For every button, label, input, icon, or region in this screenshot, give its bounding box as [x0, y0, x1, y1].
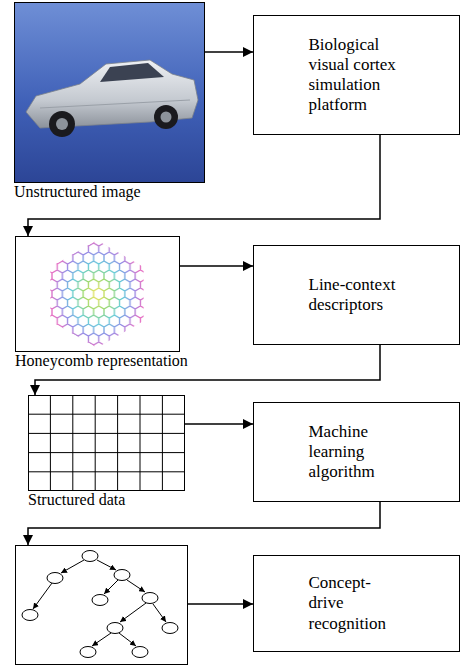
flow-arrow [188, 603, 253, 605]
grid-line [28, 433, 185, 434]
tree-edge [127, 580, 145, 592]
image-caption: Unstructured image [14, 183, 244, 201]
car-photo [14, 2, 205, 183]
tree-edge [120, 603, 146, 622]
tree-edge [119, 633, 136, 646]
tree-vertex [92, 595, 108, 606]
car-window [100, 63, 164, 82]
tree-vertex [114, 570, 130, 581]
tree-vertex [107, 623, 123, 634]
tree-vertex [142, 593, 158, 604]
image-panel: Structured data [28, 395, 185, 491]
grid-line [28, 471, 185, 472]
tree-edge [97, 560, 116, 570]
car-hub [56, 118, 68, 130]
box-label: Machine learning algorithm [309, 422, 405, 482]
image-caption: Structured data [28, 491, 258, 509]
process-box: Concept-drive recognition [253, 555, 460, 652]
tree-vertex [132, 647, 148, 658]
image-caption: Honeycomb representation [15, 352, 245, 370]
grid-line [162, 395, 163, 491]
grid-line [95, 395, 96, 491]
tree-vertex [80, 647, 96, 658]
grid-line [140, 395, 141, 491]
honeycomb-cells [50, 240, 144, 348]
car-hub [161, 112, 172, 123]
process-box: Line-context descriptors [253, 245, 460, 345]
tree-vertex [162, 623, 178, 634]
grid-line [117, 395, 118, 491]
flow-arrow [185, 423, 253, 425]
box-label: Biological visual cortex simulation plat… [309, 35, 405, 115]
image-panel: Honeycomb representation [15, 236, 180, 352]
tree-graph [22, 551, 178, 658]
tree-vertex [82, 551, 98, 562]
grid-line [72, 395, 73, 491]
process-box: Machine learning algorithm [253, 402, 460, 502]
process-box: Biological visual cortex simulation plat… [253, 15, 460, 135]
car-wheel [154, 105, 178, 129]
grid-line [28, 414, 185, 415]
grid-line [28, 452, 185, 453]
tree-edge [153, 604, 166, 622]
tree-edge [104, 580, 118, 594]
flow-arrow [28, 502, 380, 545]
honeycomb-image [50, 240, 144, 348]
flow-arrow [205, 51, 253, 53]
tree-vertex [47, 573, 63, 584]
flow-arrow [28, 135, 380, 236]
flow-arrow [180, 265, 253, 267]
image-panel: Unstructured image [14, 2, 205, 183]
tree-edge [33, 583, 52, 609]
tree-vertex [22, 610, 38, 621]
car-wheel [49, 111, 75, 137]
grid-line [50, 395, 51, 491]
tree-edge [92, 633, 111, 646]
flow-arrow [35, 345, 380, 395]
data-grid [28, 395, 185, 491]
photo-background [14, 2, 205, 183]
box-label: Line-context descriptors [309, 275, 405, 315]
tree-edge [61, 560, 84, 573]
image-panel [15, 545, 188, 665]
box-label: Concept-drive recognition [309, 573, 405, 633]
